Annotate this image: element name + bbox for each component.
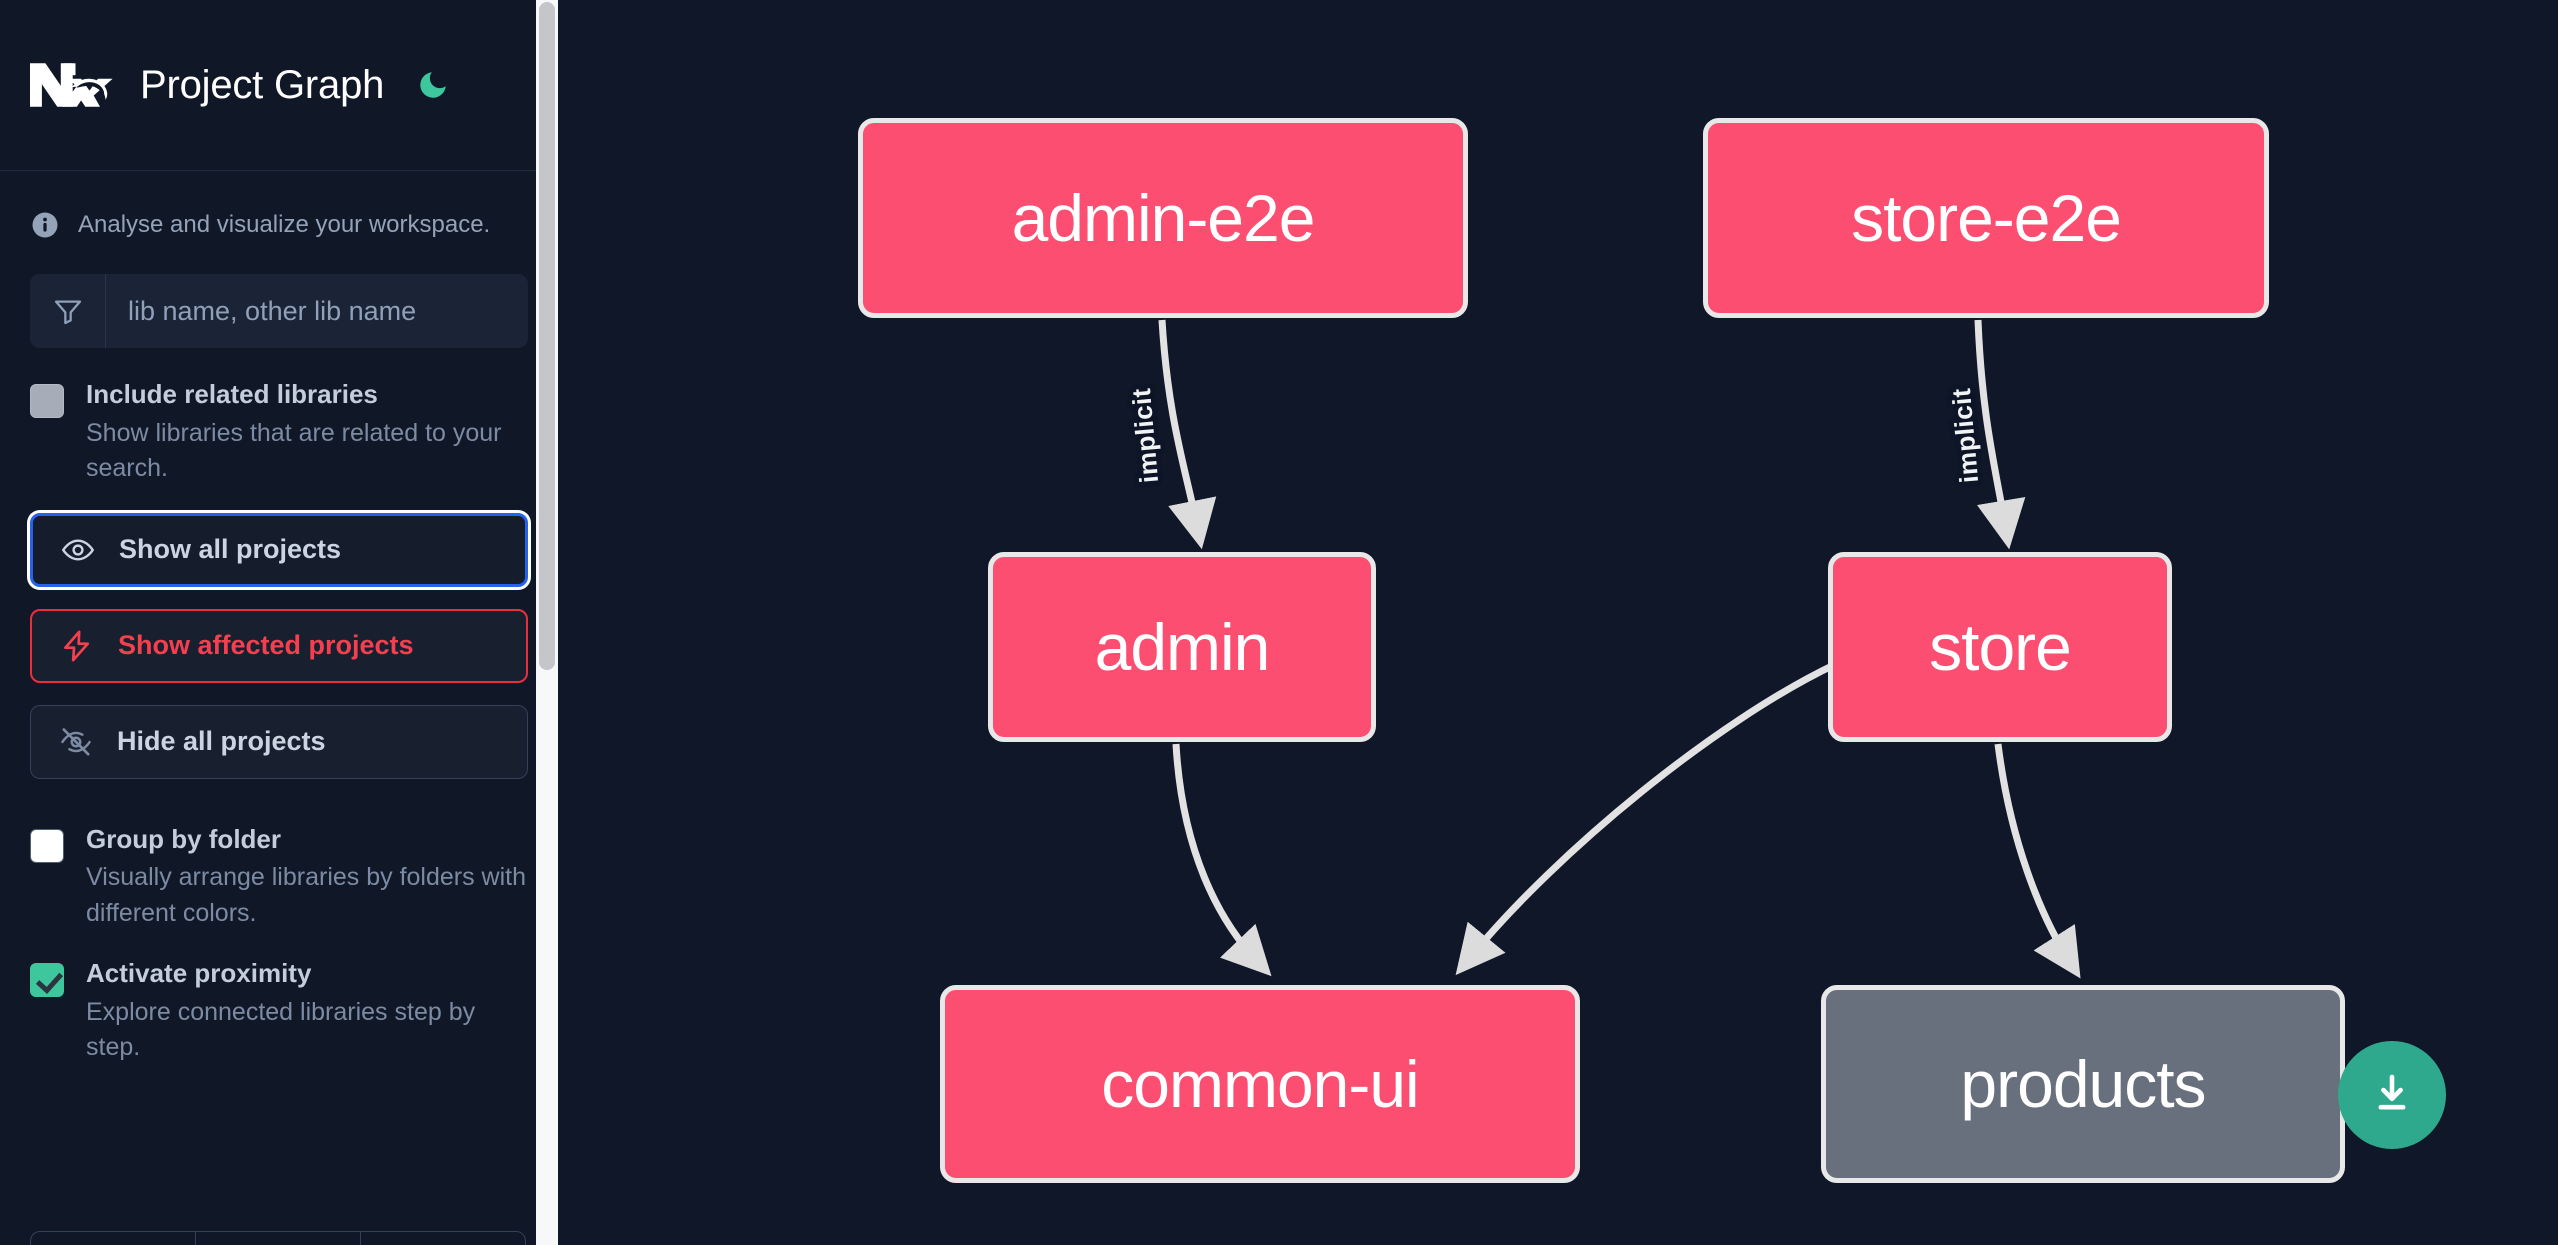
sidebar: Project Graph Analyse and visualize your… (0, 0, 558, 1245)
hide-all-projects-label: Hide all projects (117, 726, 326, 757)
show-all-projects-label: Show all projects (119, 534, 342, 565)
graph-node-products-label: products (1960, 1047, 2206, 1121)
checkbox-group-by-folder-label: Group by folder (86, 823, 281, 854)
graph-node-store-e2e-label: store-e2e (1851, 181, 2122, 255)
filter-box (30, 274, 528, 349)
workspace-info: Analyse and visualize your workspace. (0, 171, 558, 274)
show-all-projects-button[interactable]: Show all projects (30, 512, 528, 587)
checkbox-activate-proximity-description: Explore connected libraries step by step… (86, 997, 476, 1062)
download-icon (2368, 1070, 2416, 1121)
nx-logo (30, 59, 114, 111)
checkbox-group-by-folder[interactable]: Group by folder Visually arrange librari… (0, 779, 558, 932)
show-affected-projects-button[interactable]: Show affected projects (30, 608, 528, 683)
proximity-stepper-increase[interactable] (361, 1232, 525, 1245)
show-affected-projects-label: Show affected projects (118, 630, 414, 661)
lightning-bolt-icon (58, 627, 96, 665)
checkbox-include-related-libraries-label: Include related libraries (86, 379, 378, 410)
graph-node-admin[interactable]: admin (988, 552, 1376, 742)
checkbox-activate-proximity-label: Activate proximity (86, 958, 312, 989)
eye-off-icon (57, 723, 95, 761)
graph-node-store-label: store (1929, 610, 2072, 684)
graph-canvas[interactable]: admin-e2e store-e2e admin store common-u… (558, 0, 2558, 1245)
graph-node-admin-e2e-label: admin-e2e (1011, 181, 1316, 255)
proximity-stepper-value (196, 1232, 361, 1245)
proximity-stepper[interactable] (30, 1231, 526, 1245)
funnel-icon (30, 274, 106, 349)
checkbox-group-by-folder-description: Visually arrange libraries by folders wi… (86, 863, 527, 927)
projects-button-group: Show all projects Show affected projects (0, 487, 558, 779)
graph-node-common-ui[interactable]: common-ui (940, 985, 1580, 1183)
checkbox-activate-proximity[interactable]: Activate proximity Explore connected lib… (0, 931, 558, 1066)
page-title: Project Graph (140, 62, 385, 107)
checkbox-include-related-libraries-description: Show libraries that are related to your … (86, 418, 502, 483)
sidebar-scrollbar[interactable] (536, 0, 558, 1245)
graph-node-admin-label: admin (1094, 610, 1271, 684)
search-input[interactable] (106, 274, 528, 349)
checkbox-activate-proximity-box[interactable] (30, 963, 64, 998)
graph-node-admin-e2e[interactable]: admin-e2e (858, 118, 1468, 318)
graph-node-products[interactable]: products (1821, 985, 2345, 1183)
graph-node-store-e2e[interactable]: store-e2e (1703, 118, 2269, 318)
graph-node-store[interactable]: store (1828, 552, 2172, 742)
moon-icon[interactable] (412, 64, 454, 106)
workspace-info-text: Analyse and visualize your workspace. (78, 211, 491, 238)
hide-all-projects-button[interactable]: Hide all projects (30, 704, 528, 779)
sidebar-header: Project Graph (0, 0, 558, 171)
proximity-stepper-decrease[interactable] (31, 1232, 196, 1245)
sidebar-scrollbar-thumb[interactable] (539, 2, 555, 670)
checkbox-include-related-libraries-box[interactable] (30, 384, 64, 419)
info-circle-icon (30, 210, 60, 240)
checkbox-group-by-folder-box[interactable] (30, 828, 64, 863)
download-graph-button[interactable] (2338, 1041, 2446, 1149)
checkbox-include-related-libraries[interactable]: Include related libraries Show libraries… (0, 348, 558, 487)
eye-icon (59, 531, 97, 569)
graph-edges (1158, 319, 2081, 979)
graph-node-common-ui-label: common-ui (1101, 1047, 1419, 1121)
